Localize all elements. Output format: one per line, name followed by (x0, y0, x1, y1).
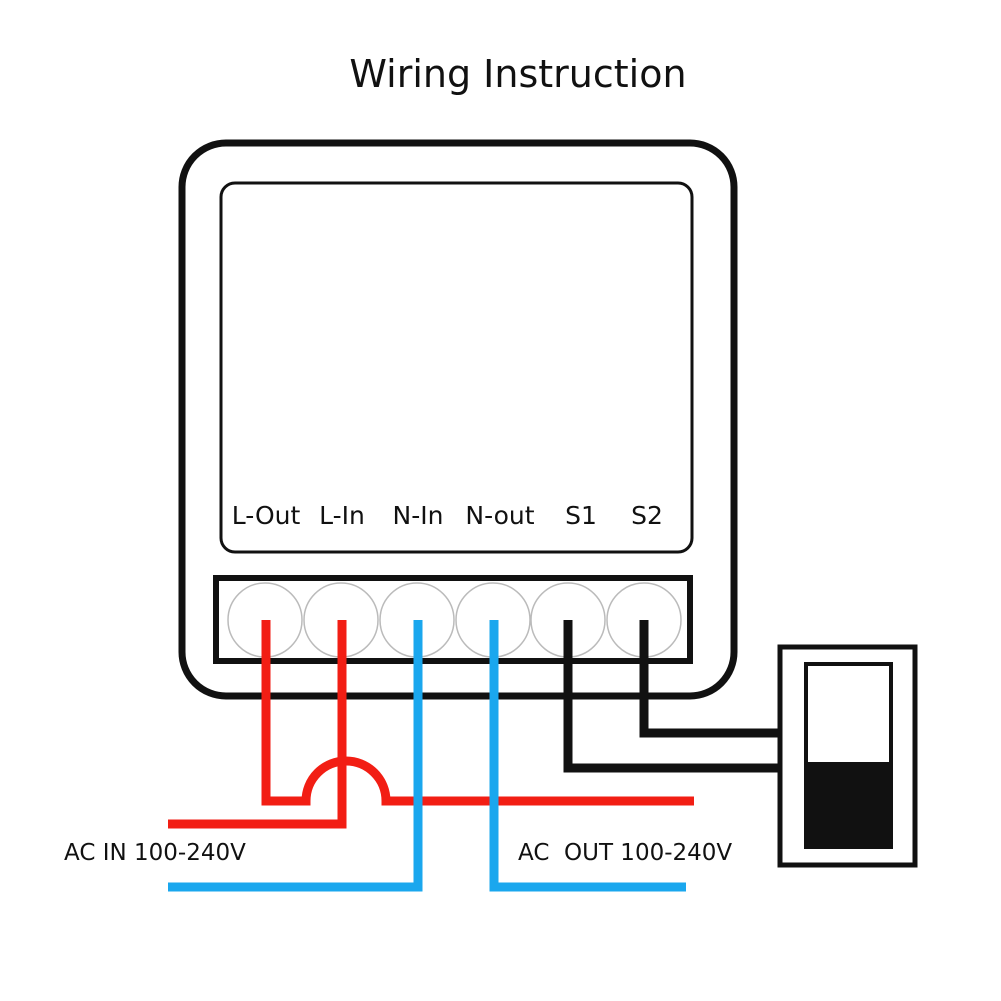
terminal-label-n-in: N-In (393, 501, 444, 530)
terminal-label-n-out: N-out (465, 501, 534, 530)
terminal-label-l-in: L-In (319, 501, 365, 530)
switch-wire-s2 (639, 620, 780, 738)
wall-switch (777, 644, 918, 868)
switch-wire-s1 (563, 620, 780, 773)
ac-out-label: AC OUT 100-240V (518, 840, 732, 866)
diagram-title: Wiring Instruction (349, 52, 686, 96)
terminal-label-s1: S1 (565, 501, 597, 530)
live-wires (168, 620, 694, 829)
ac-in-label: AC IN 100-240V (64, 840, 246, 866)
device-face-panel (219, 181, 694, 554)
wall-switch-rocker-lower-half (806, 762, 891, 847)
device-housing (178, 139, 738, 700)
neutral-wires (168, 620, 686, 892)
neutral-wire-ac-out (489, 620, 686, 892)
live-wire-ac-out (261, 620, 694, 806)
terminal-screws (227, 582, 682, 658)
live-wire-ac-in (168, 620, 347, 829)
terminal-label-l-out: L-Out (232, 501, 301, 530)
switch-wires (563, 620, 780, 773)
terminal-labels: L-Out L-In N-In N-out S1 S2 (232, 501, 663, 530)
terminal-label-s2: S2 (631, 501, 663, 530)
neutral-wire-ac-in (168, 620, 423, 892)
